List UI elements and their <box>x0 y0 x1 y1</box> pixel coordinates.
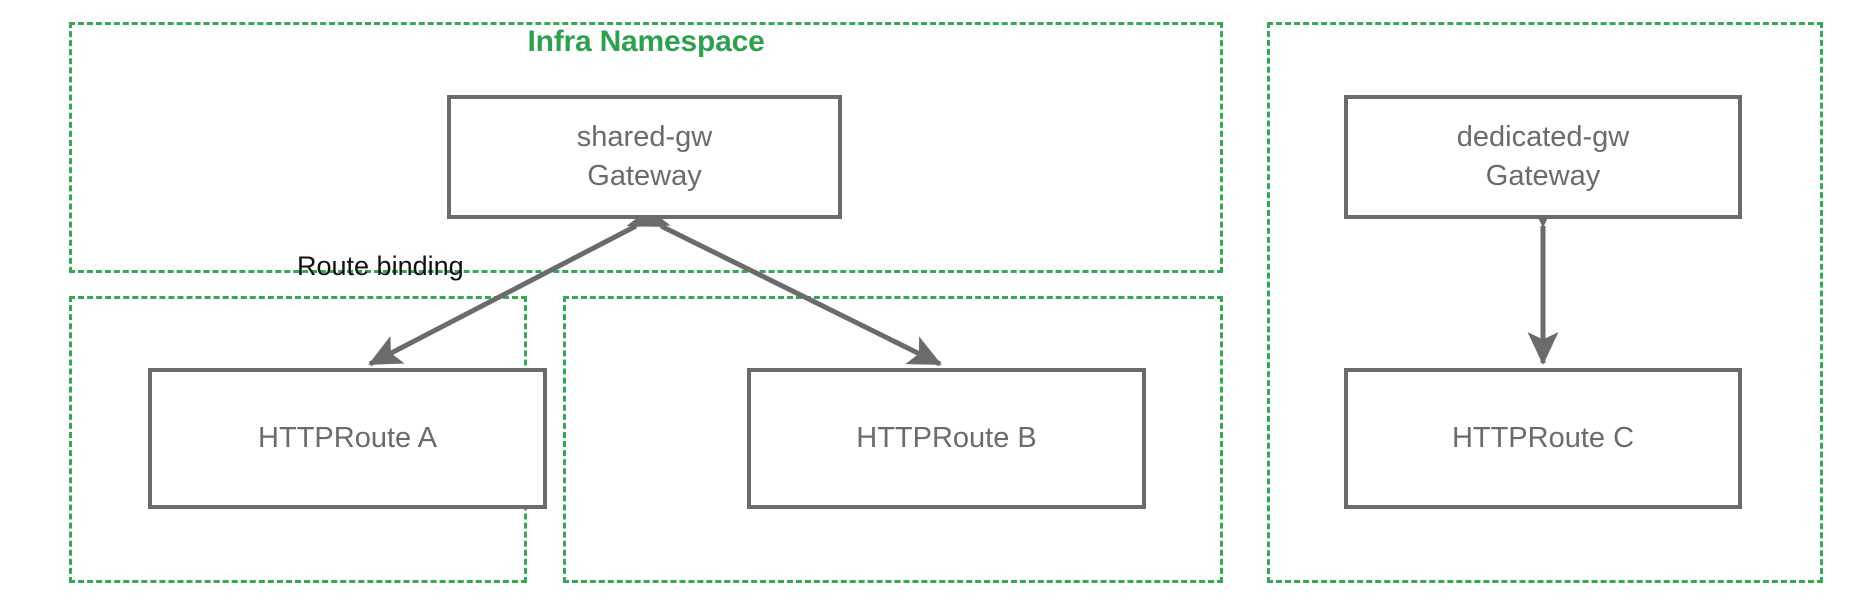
node-httproute-b-label: HTTPRoute B <box>856 422 1037 455</box>
edge-httproute-a-to-shared-gw <box>368 197 671 367</box>
node-shared-gw-label: shared-gw Gateway <box>576 121 713 192</box>
node-dedicated-gw[interactable]: dedicated-gw Gateway <box>1344 95 1742 219</box>
node-httproute-c[interactable]: HTTPRoute C <box>1344 368 1742 509</box>
edge-httproute-b-to-shared-gw <box>626 198 942 367</box>
edge-label-route-binding: Route binding <box>297 251 464 281</box>
node-httproute-a[interactable]: HTTPRoute A <box>148 368 547 509</box>
namespace-infra-label: Infra Namespace <box>527 25 765 58</box>
node-shared-gw[interactable]: shared-gw Gateway <box>447 95 842 219</box>
node-httproute-b[interactable]: HTTPRoute B <box>747 368 1146 509</box>
node-httproute-a-label: HTTPRoute A <box>258 422 437 455</box>
node-dedicated-gw-label: dedicated-gw Gateway <box>1456 121 1630 192</box>
namespace-c <box>1267 22 1823 583</box>
node-httproute-c-label: HTTPRoute C <box>1451 422 1635 455</box>
